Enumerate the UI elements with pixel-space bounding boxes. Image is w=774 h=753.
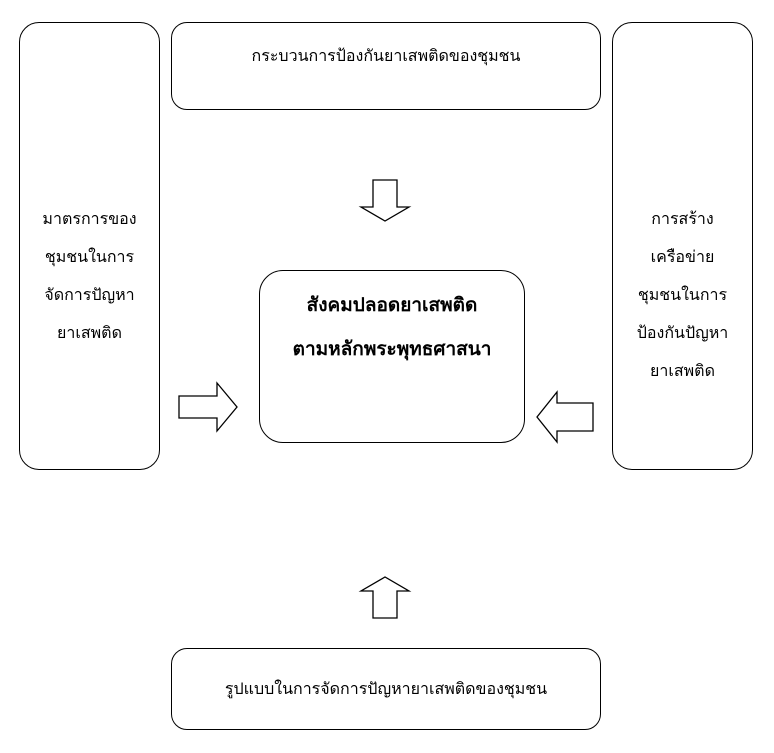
left-box-line-2: ชุมชนในการ xyxy=(44,247,135,266)
bottom-box-line-1: รูปแบบในการจัดการปัญหายาเสพติดของชุมชน xyxy=(224,679,548,698)
right-box-line-1: การสร้าง xyxy=(651,209,714,228)
right-box-line-5: ยาเสพติด xyxy=(650,361,715,380)
arrow-left-icon xyxy=(536,390,594,444)
right-box-line-4: ป้องกันปัญหา xyxy=(636,323,729,342)
bottom-box-community-management-model: รูปแบบในการจัดการปัญหายาเสพติดของชุมชน xyxy=(171,648,601,730)
right-box-line-3: ชุมชนในการ xyxy=(637,285,728,304)
left-box-community-measures: มาตรการของ ชุมชนในการ จัดการปัญหา ยาเสพต… xyxy=(19,22,160,470)
right-box-community-network: การสร้าง เครือข่าย ชุมชนในการ ป้องกันปัญ… xyxy=(612,22,753,470)
left-box-line-4: ยาเสพติด xyxy=(57,323,122,342)
arrow-right-icon xyxy=(178,381,238,433)
top-box-line-1: กระบวนการป้องกันยาเสพติดของชุมชน xyxy=(251,46,521,65)
arrow-down-icon xyxy=(358,179,412,222)
left-box-line-3: จัดการปัญหา xyxy=(44,285,135,304)
center-box-line-2: ตามหลักพระพุทธศาสนา xyxy=(292,338,492,360)
center-box-line-1: สังคมปลอดยาเสพติด xyxy=(306,294,478,316)
center-box-drug-free-society: สังคมปลอดยาเสพติด ตามหลักพระพุทธศาสนา xyxy=(259,270,525,443)
right-box-line-2: เครือข่าย xyxy=(650,247,715,266)
top-box-community-prevention-process: กระบวนการป้องกันยาเสพติดของชุมชน xyxy=(171,22,601,110)
left-box-line-1: มาตรการของ xyxy=(42,209,137,228)
arrow-up-icon xyxy=(358,576,412,619)
